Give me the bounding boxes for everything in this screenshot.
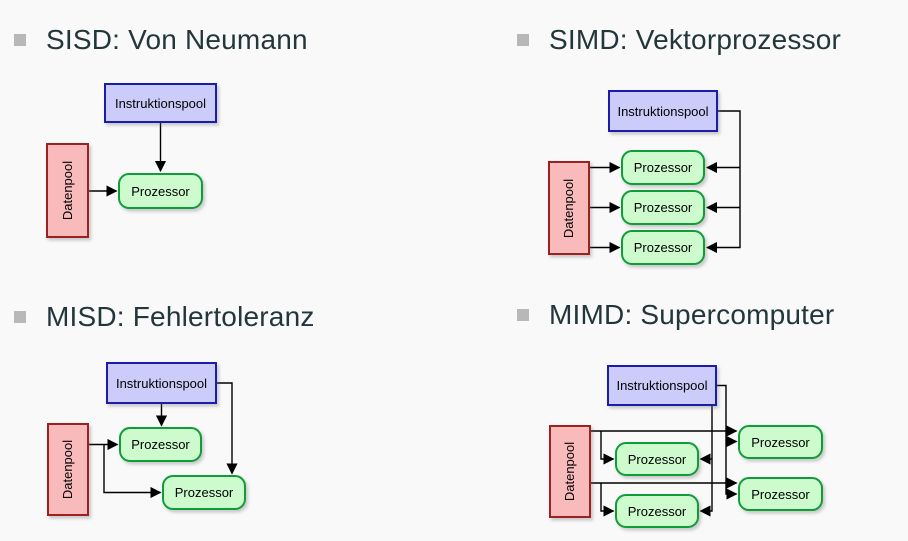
mimd-processor-left-1-label: Prozessor	[627, 451, 687, 467]
misd-data-pool-box: Datenpool	[47, 423, 89, 516]
bullet-icon	[14, 34, 26, 46]
simd-instruction-pool-box: Instruktionspool	[608, 90, 718, 132]
mimd-instr-to-rproc2-arrow	[717, 384, 738, 500]
simd-header: SIMD: Vektorprozessor	[517, 23, 841, 57]
mimd-instruction-pool-box: Instruktionspool	[607, 365, 717, 406]
simd-data-pool-label: Datenpool	[561, 178, 577, 238]
sisd-instruction-pool-box: Instruktionspool	[104, 83, 217, 123]
misd-instruction-pool-label: Instruktionspool	[115, 375, 208, 391]
mimd-data-pool-label: Datenpool	[562, 441, 578, 502]
sisd-processor-box: Prozessor	[118, 173, 203, 209]
simd-data-pool-box: Datenpool	[548, 161, 590, 255]
mimd-data-to-lproc1-arrow	[600, 431, 615, 465]
misd-processor-1-label: Prozessor	[131, 437, 190, 452]
misd-processor-2-label: Prozessor	[174, 485, 234, 500]
sisd-header: SISD: Von Neumann	[14, 23, 308, 57]
misd-instr-to-proc2-arrow	[217, 382, 238, 475]
mimd-processor-left-2-label: Prozessor	[627, 503, 687, 519]
misd-title: MISD: Fehlertoleranz	[46, 301, 315, 332]
simd-instruction-pool-label: Instruktionspool	[617, 103, 709, 119]
bullet-icon	[517, 34, 529, 46]
simd-processor-1-label: Prozessor	[633, 160, 693, 175]
simd-processor-2-label: Prozessor	[633, 200, 693, 215]
sisd-processor-label: Prozessor	[131, 183, 190, 199]
simd-processor-1-box: Prozessor	[621, 150, 705, 185]
bullet-icon	[517, 309, 529, 321]
mimd-processor-right-2-box: Prozessor	[738, 477, 823, 511]
simd-processor-2-box: Prozessor	[621, 190, 705, 225]
mimd-title: MIMD: Supercomputer	[549, 299, 835, 330]
bullet-icon	[14, 311, 26, 323]
mimd-header: MIMD: Supercomputer	[517, 298, 834, 332]
misd-header: MISD: Fehlertoleranz	[14, 300, 315, 334]
mimd-data-pool-box: Datenpool	[549, 425, 591, 518]
sisd-instruction-pool-label: Instruktionspool	[114, 95, 207, 111]
misd-instruction-pool-box: Instruktionspool	[106, 362, 217, 404]
mimd-processor-right-2-label: Prozessor	[751, 486, 810, 502]
mimd-data-to-lproc2-arrow	[600, 483, 615, 517]
mimd-processor-left-1-box: Prozessor	[615, 442, 699, 476]
mimd-instruction-pool-label: Instruktionspool	[616, 378, 708, 393]
mimd-processor-right-1-label: Prozessor	[751, 434, 810, 450]
sisd-data-pool-label: Datenpool	[60, 160, 75, 221]
simd-processor-3-label: Prozessor	[633, 240, 693, 255]
misd-processor-1-box: Prozessor	[119, 427, 202, 462]
simd-processor-3-box: Prozessor	[621, 230, 705, 265]
sisd-title: SISD: Von Neumann	[46, 24, 308, 55]
misd-data-pool-label: Datenpool	[60, 439, 76, 500]
sisd-data-pool-box: Datenpool	[46, 143, 89, 238]
mimd-processor-left-2-box: Prozessor	[615, 494, 699, 528]
mimd-processor-right-1-box: Prozessor	[738, 425, 823, 459]
simd-title: SIMD: Vektorprozessor	[549, 24, 842, 55]
mimd-instr-to-lproc2-arrow	[699, 406, 713, 517]
misd-processor-2-box: Prozessor	[162, 475, 246, 510]
